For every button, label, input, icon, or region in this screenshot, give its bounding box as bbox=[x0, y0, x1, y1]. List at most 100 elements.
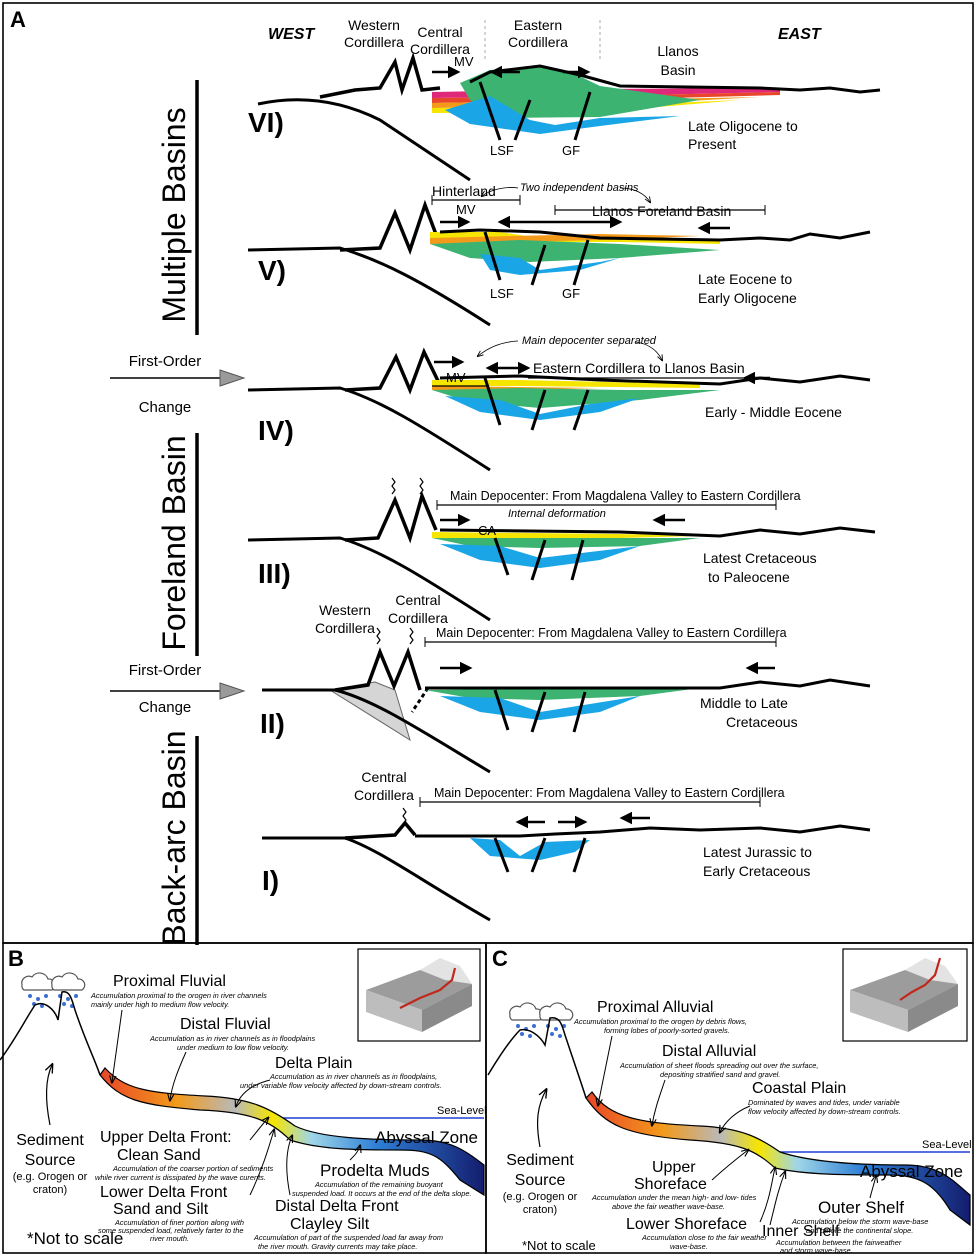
panel-a-label: A bbox=[10, 7, 26, 32]
source-text: craton) bbox=[33, 1184, 67, 1196]
curve-arrow bbox=[635, 341, 662, 360]
regime-back-arc-basin: Back-arc Basin bbox=[156, 730, 192, 945]
lower-df-desc: some suspended load, relatively farter t… bbox=[98, 1226, 243, 1235]
stage-v: Hinterland Two independent basins Llanos… bbox=[247, 182, 871, 327]
proximal-alluvial-title: Proximal Alluvial bbox=[597, 999, 713, 1016]
distal-desc: Accumulation of sheet floods spreading o… bbox=[619, 1061, 818, 1070]
fault bbox=[530, 389, 547, 431]
panel-a: A WEST EAST Multiple Basins Foreland Bas… bbox=[2, 2, 974, 946]
inset-block-icon bbox=[850, 957, 958, 1032]
stage-i: Central Cordillera Main Depocenter: From… bbox=[262, 769, 871, 922]
topo bbox=[344, 347, 442, 395]
pointer bbox=[170, 1051, 187, 1100]
pointer bbox=[236, 1079, 271, 1106]
stage-ii: Western Cordillera Central Cordillera Ma… bbox=[260, 592, 871, 774]
mv-label: MV bbox=[456, 202, 476, 217]
stage-iv: Main depocenter separated MV Eastern Cor… bbox=[247, 335, 871, 472]
fault bbox=[530, 539, 547, 581]
stage-iii: Main Depocenter: From Magdalena Valley t… bbox=[247, 477, 876, 622]
fault bbox=[478, 81, 502, 141]
two-basins-label: Two independent basins bbox=[520, 182, 639, 194]
topo bbox=[334, 646, 422, 692]
fault bbox=[530, 837, 547, 873]
source-text: Source bbox=[25, 1152, 76, 1169]
topo bbox=[319, 52, 441, 99]
layer-blue bbox=[480, 254, 620, 275]
llanos-basin-label: Basin bbox=[660, 62, 695, 78]
eastern-cordillera-label: Cordillera bbox=[508, 34, 568, 50]
panel-c-frame bbox=[485, 942, 974, 1254]
stage-vi: MV LSF GF VI) Late Oligocene to Present bbox=[248, 52, 881, 182]
stage-age: Latest Cretaceous bbox=[703, 550, 817, 566]
main-depo-label: Main Depocenter: From Magdalena Valley t… bbox=[436, 626, 787, 640]
western-cordillera-label: Western bbox=[348, 17, 400, 33]
west-label: WEST bbox=[268, 26, 315, 43]
mv-label: MV bbox=[454, 54, 474, 69]
first-order-change-lower: First-Order Change bbox=[110, 662, 246, 716]
first-order-arrow-head bbox=[219, 369, 246, 387]
source-text: Sediment bbox=[16, 1132, 84, 1149]
pointer bbox=[769, 1172, 785, 1226]
lower-sf-title: Lower Shoreface bbox=[626, 1216, 747, 1233]
stage-age: Middle to Late bbox=[700, 695, 788, 711]
inner-desc: Accumulation between the fairweather bbox=[775, 1238, 902, 1247]
curve-arrow bbox=[619, 187, 650, 202]
stage-roman: III) bbox=[258, 558, 291, 589]
delta-plain-desc: Accumulation as in river channels as in … bbox=[269, 1072, 437, 1081]
first-order-arrow-head bbox=[219, 682, 246, 700]
fault bbox=[513, 99, 532, 141]
distal-df-title: Distal Delta Front bbox=[275, 1198, 399, 1215]
gf-label: GF bbox=[562, 143, 580, 158]
llanos-basin-label: Llanos bbox=[657, 43, 698, 59]
layer-blue bbox=[445, 96, 680, 134]
delta-plain-title: Delta Plain bbox=[275, 1055, 352, 1072]
proximal-desc: Accumulation proximal to the orogen in r… bbox=[90, 991, 267, 1000]
stage-age: Late Eocene to bbox=[698, 271, 792, 287]
lower-sf-desc: wave-base. bbox=[670, 1242, 708, 1251]
regime-gap bbox=[185, 656, 209, 736]
topo-east bbox=[425, 678, 871, 690]
eastern-cordillera-label: Eastern bbox=[514, 17, 562, 33]
lsf-label: LSF bbox=[490, 286, 514, 301]
stage-age: Late Oligocene to bbox=[688, 118, 798, 134]
stage-age: Early Oligocene bbox=[698, 290, 797, 306]
first-order-text: First-Order bbox=[129, 662, 202, 679]
stage-age: Present bbox=[688, 136, 736, 152]
upper-df-desc: Accumulation of the coarser portion of s… bbox=[112, 1164, 274, 1173]
proximal-desc: forming lobes of poorly-sorted gravels. bbox=[604, 1026, 730, 1035]
pointer bbox=[869, 1176, 876, 1199]
not-to-scale: *Not to scale bbox=[27, 1229, 123, 1248]
sea-level-label: Sea-Level bbox=[437, 1105, 487, 1117]
profile-ribbon bbox=[99, 1067, 485, 1197]
fault bbox=[572, 837, 587, 873]
prodelta-desc: Accumulation of the remaining buoyant bbox=[314, 1180, 444, 1189]
internal-def-label: Internal deformation bbox=[508, 508, 606, 520]
wiggle bbox=[376, 627, 381, 645]
topo-east bbox=[469, 64, 881, 94]
source-text: Source bbox=[515, 1172, 566, 1189]
main-depo-label: Main Depocenter: From Magdalena Valley t… bbox=[450, 489, 801, 503]
stage-age: Early - Middle Eocene bbox=[705, 404, 842, 420]
regime-gap bbox=[185, 335, 209, 433]
western-cordillera-ii: Western bbox=[319, 602, 371, 618]
lower-sf-desc: Accumulation close to the fair weather bbox=[641, 1233, 767, 1242]
topo bbox=[344, 490, 438, 544]
rain-cloud-icon bbox=[21, 972, 86, 1008]
distal-df-desc: Accumulation of part of the suspended lo… bbox=[253, 1233, 443, 1242]
stage-age: Latest Jurassic to bbox=[703, 844, 812, 860]
stage-roman: V) bbox=[258, 255, 286, 286]
stage-roman: IV) bbox=[258, 415, 294, 446]
topo-east bbox=[439, 526, 876, 538]
pointer bbox=[711, 1150, 748, 1181]
stage-roman: II) bbox=[260, 708, 285, 739]
pointer bbox=[536, 1090, 546, 1148]
lower-df-desc: Accumulation of finer portion along with bbox=[114, 1218, 244, 1227]
panel-c-label: C bbox=[492, 946, 508, 971]
wiggle bbox=[419, 477, 424, 495]
distal-df-desc: the river mouth. Gravity currents may ta… bbox=[258, 1242, 417, 1251]
layer-green bbox=[460, 66, 700, 118]
pointer bbox=[349, 1146, 360, 1161]
stage-roman: VI) bbox=[248, 107, 284, 138]
abyssal-label: Abyssal Zone bbox=[375, 1128, 478, 1147]
